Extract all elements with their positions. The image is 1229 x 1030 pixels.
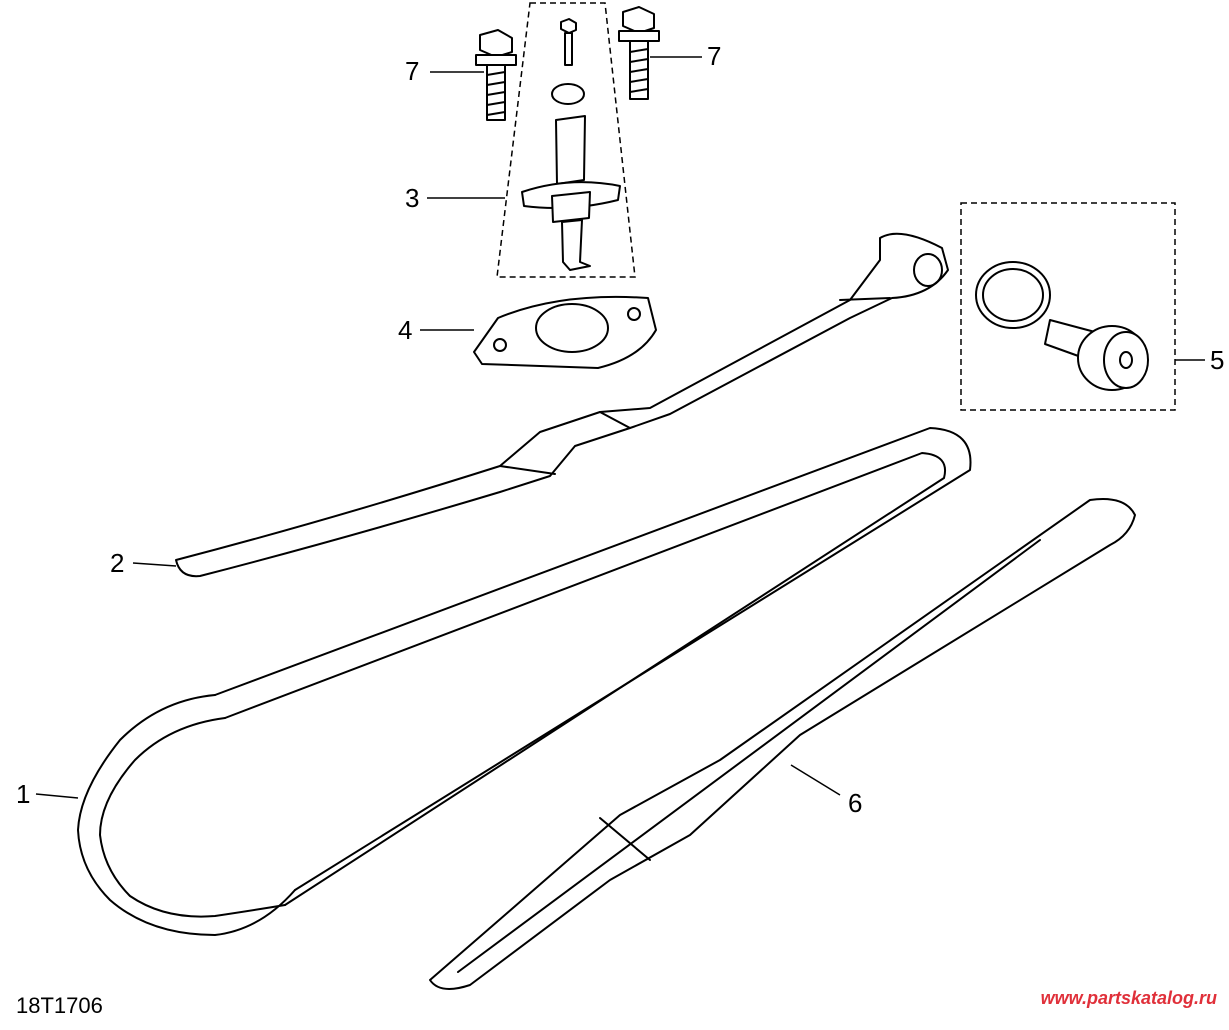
tensioner-guide: [429, 498, 1136, 990]
callout-1: 1: [16, 779, 30, 809]
callout-6: 6: [848, 788, 862, 818]
callout-2: 2: [110, 548, 124, 578]
callout-5: 5: [1210, 345, 1224, 375]
figure-code: 18T1706: [16, 993, 103, 1018]
callout-3: 3: [405, 183, 419, 213]
tensioner-group: [496, 2, 636, 278]
bolt-right: [618, 6, 660, 100]
watermark: www.partskatalog.ru: [1040, 988, 1217, 1008]
timing-chain: [77, 427, 972, 936]
bolt-left: [475, 29, 517, 121]
callout-7-left: 7: [405, 56, 419, 86]
chain-guide: [175, 232, 949, 578]
gasket: [473, 295, 657, 369]
callout-7-right: 7: [707, 41, 721, 71]
callout-4: 4: [398, 315, 412, 345]
plug-kit: [960, 202, 1176, 411]
